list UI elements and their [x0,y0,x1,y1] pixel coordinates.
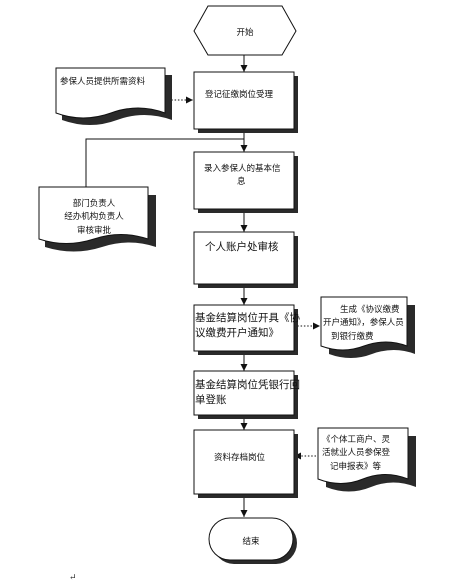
start-node: 开始 [193,5,297,56]
approve-label-line2: 经办机构负责人 [64,211,124,222]
audit-box: 个人账户处审核 [193,231,298,288]
archive-note-line2: 活就业人员参保登 [322,447,391,458]
input-label-line1: 录入参保人的基本信 [204,163,281,174]
start-label: 开始 [236,27,254,38]
archive-note-line1: 《个体工商户、灵 [322,434,391,445]
notice-note-line3: 到银行缴费 [331,331,374,342]
end-label: 结束 [242,536,260,547]
paragraph-mark: ↵ [69,573,77,583]
archive-note-line3: 记申报表》等 [330,461,382,472]
input-label-line2: 息 [237,176,246,187]
approve-label-line1: 部门负责人 [73,198,116,209]
approve-label-line3: 审核审批 [77,225,112,236]
archive-box: 资料存档岗位 [193,429,298,498]
end-node: 结束 [208,517,297,564]
archive-label: 资料存档岗位 [214,452,266,463]
edge-register-approve [85,138,244,187]
approve-document: 部门负责人 经办机构负责人 审核审批 [38,186,156,252]
notice-label-line1: 基金结算岗位开具《协 [195,311,300,324]
materials-document: 参保人员提供所需资料 [55,67,172,125]
bank-box: 基金结算岗位凭银行回 单登账 [193,370,300,419]
notice-box: 基金结算岗位开具《协 议缴费开户通知》 [193,304,300,355]
bank-label-line2: 单登账 [195,393,227,406]
register-box: 登记征缴岗位受理 [193,71,298,133]
bank-label-line1: 基金结算岗位凭银行回 [195,378,300,391]
notice-note-line1: 生成《协议缴费 [340,304,400,315]
notice-label-line2: 议缴费开户通知》 [195,326,279,339]
audit-label: 个人账户处审核 [205,240,279,253]
archive-note-document: 《个体工商户、灵 活就业人员参保登 记申报表》等 [317,427,416,492]
notice-note-line2: 开户通知》，参保人员 [323,317,404,328]
register-label: 登记征缴岗位受理 [205,89,274,100]
materials-label: 参保人员提供所需资料 [60,76,146,87]
notice-note-document: 生成《协议缴费 开户通知》，参保人员 到银行缴费 [320,296,415,358]
input-box: 录入参保人的基本信 息 [193,151,298,213]
